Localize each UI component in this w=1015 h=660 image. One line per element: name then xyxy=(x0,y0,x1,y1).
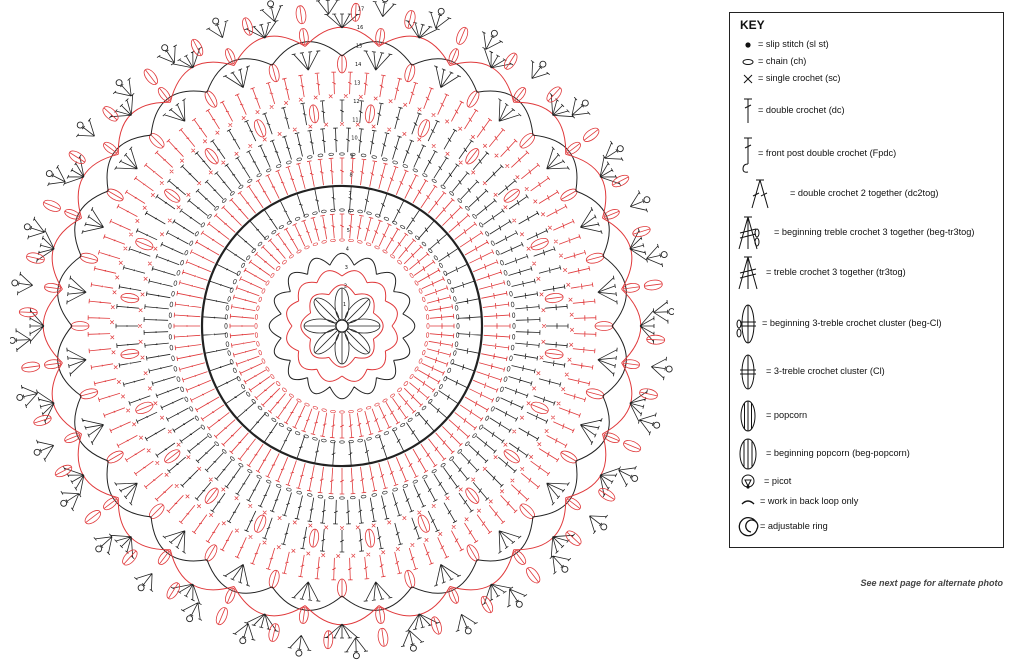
round-number-label: 15 xyxy=(356,43,362,49)
beg-cluster-icon xyxy=(734,301,762,347)
key-item-label: = slip stitch (sl st) xyxy=(758,39,829,49)
round-11-stitches xyxy=(87,71,597,581)
round-number-label: 14 xyxy=(355,62,361,68)
round-10-stitches xyxy=(115,99,569,553)
round-number-label: 3 xyxy=(345,265,348,271)
round-number-label: 13 xyxy=(354,80,360,86)
key-item: = double crochet (dc) xyxy=(730,96,1002,126)
round-11-sc xyxy=(109,93,575,559)
key-item-label: = picot xyxy=(764,476,792,486)
round-8-chains xyxy=(168,152,516,500)
key-item-label: = double crochet (dc) xyxy=(758,105,845,115)
round-12-fans xyxy=(66,50,618,602)
round-6-stitches xyxy=(229,213,455,439)
round-17-picot-loops xyxy=(10,0,674,660)
key-item-label: = popcorn xyxy=(766,410,808,420)
beg-popcorn-icon xyxy=(734,435,762,473)
key-item: = work in back loop only xyxy=(730,494,1002,510)
cluster-icon xyxy=(734,352,762,392)
key-item: = treble crochet 3 together (tr3tog) xyxy=(730,253,1002,293)
key-item-label: = treble crochet 3 together (tr3tog) xyxy=(766,267,906,277)
round-5-chains xyxy=(254,238,430,414)
round-number-label: 5 xyxy=(347,228,350,234)
popcorn-icon xyxy=(734,397,762,435)
key-item-label: = beginning 3-treble crochet cluster (be… xyxy=(762,318,942,328)
key-panel: KEY = slip stitch (sl st) = chain (ch) = s… xyxy=(729,12,1004,548)
round-3-loops xyxy=(286,270,398,382)
front-post-double-crochet-icon xyxy=(734,134,762,174)
key-item: = single crochet (sc) xyxy=(730,71,1002,87)
key-item: = chain (ch) xyxy=(730,54,1002,70)
tr3tog-icon xyxy=(734,253,762,293)
key-item-label: = front post double crochet (Fpdc) xyxy=(758,148,897,158)
round-17-picots xyxy=(15,0,669,653)
key-item: = slip stitch (sl st) xyxy=(730,37,1002,53)
round-number-label: 4 xyxy=(346,247,349,253)
round-number-label: 2 xyxy=(344,284,347,290)
round-number-label: 16 xyxy=(357,25,363,31)
key-item: = picot xyxy=(730,472,1002,492)
key-item-label: = single crochet (sc) xyxy=(758,73,841,83)
round-13-arches xyxy=(57,41,627,611)
key-item: = adjustable ring xyxy=(730,512,1002,542)
key-item: = beginning 3-treble crochet cluster (be… xyxy=(730,301,1002,347)
round-number-label: 17 xyxy=(358,6,364,12)
round-7-chains xyxy=(224,208,460,444)
round-14-popcorns xyxy=(44,28,640,624)
round-2-loops xyxy=(300,284,384,368)
adjustable-ring-icon xyxy=(734,512,762,542)
center-petals xyxy=(303,287,381,365)
round-4-arches xyxy=(268,252,416,400)
round-number-label: 1 xyxy=(343,302,346,308)
key-item-label: = beginning popcorn (beg-popcorn) xyxy=(766,448,910,458)
round-15-fans xyxy=(29,13,655,639)
back-loop-icon xyxy=(734,494,762,510)
footnote: See next page for alternate photo xyxy=(860,578,1003,588)
round-12-clusters xyxy=(70,54,614,598)
round-number-label: 7 xyxy=(349,191,352,197)
double-crochet-icon xyxy=(734,96,762,126)
round-10-popcorns xyxy=(120,104,564,548)
round-number-label: 9 xyxy=(350,154,353,160)
key-item: = double crochet 2 together (dc2tog) xyxy=(730,175,1002,213)
round-number-label: 6 xyxy=(348,210,351,216)
round-number-label: 10 xyxy=(351,136,357,142)
round-number-label: 11 xyxy=(352,117,358,123)
key-item-label: = beginning treble crochet 3 together (b… xyxy=(774,227,975,237)
beg-tr3tog-icon xyxy=(734,213,762,253)
picot-icon xyxy=(734,472,762,492)
key-item-label: = adjustable ring xyxy=(760,521,828,531)
round-16-clusters xyxy=(18,2,666,650)
key-item: = beginning popcorn (beg-popcorn) xyxy=(730,435,1002,473)
dc2tog-icon xyxy=(734,175,769,213)
key-item-label: = chain (ch) xyxy=(758,56,807,66)
key-title: KEY xyxy=(740,18,765,32)
round-7-band xyxy=(200,184,484,468)
single-crochet-icon xyxy=(734,71,762,87)
key-item: = popcorn xyxy=(730,397,1002,435)
round-9-sc xyxy=(137,121,547,531)
key-item-label: = 3-treble crochet cluster (Cl) xyxy=(766,366,885,376)
key-item-label: = double crochet 2 together (dc2tog) xyxy=(790,188,939,198)
round-number-label: 8 xyxy=(350,173,353,179)
chain-icon xyxy=(734,54,762,70)
key-item: = beginning treble crochet 3 together (b… xyxy=(730,213,1002,253)
slip-stitch-icon xyxy=(734,37,762,53)
round-9-stitches xyxy=(143,127,541,525)
round-8-stitches xyxy=(173,157,511,495)
key-item: = front post double crochet (Fpdc) xyxy=(730,134,1002,174)
key-item: = 3-treble crochet cluster (Cl) xyxy=(730,352,1002,392)
round-number-label: 12 xyxy=(353,99,359,105)
key-item-label: = work in back loop only xyxy=(760,496,859,506)
